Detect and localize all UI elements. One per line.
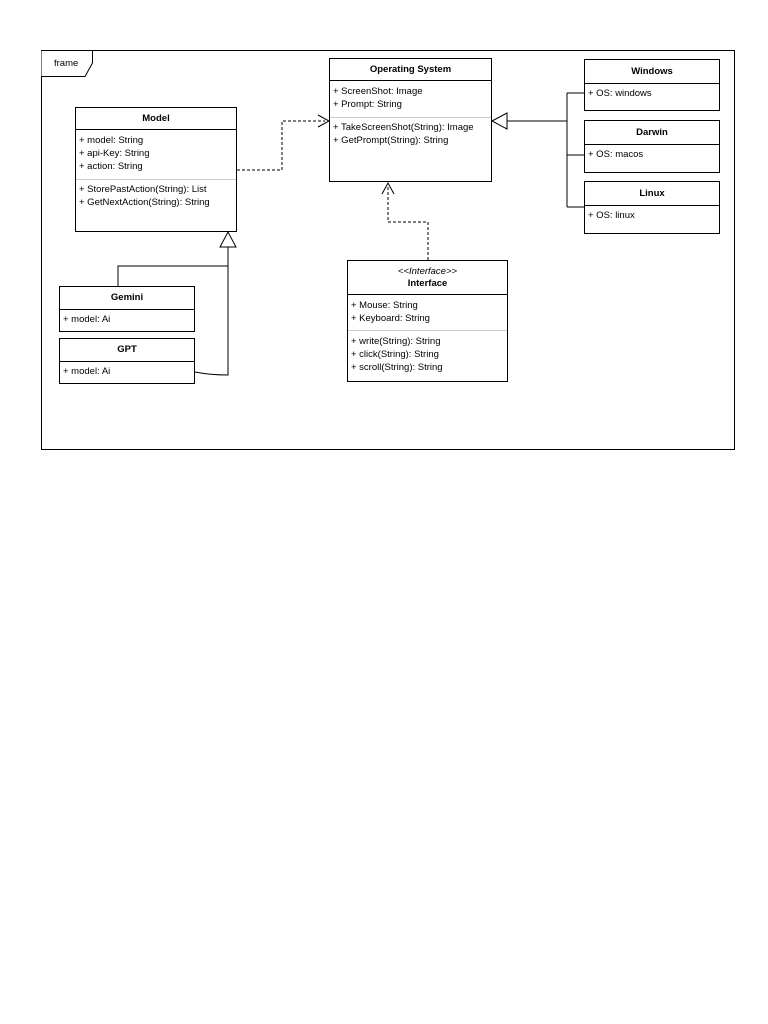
class-operating-system[interactable]: Operating System + ScreenShot: Image + P… [329,58,492,182]
attributes-section: + OS: linux [585,206,719,227]
dependency-interface-to-os [387,187,429,260]
method: + scroll(String): String [351,361,443,373]
method: + GetNextAction(String): String [79,196,210,208]
attribute: + OS: macos [588,149,644,160]
class-model[interactable]: Model + model: String + api-Key: String … [75,107,237,232]
attribute: + ScreenShot: Image [333,86,423,97]
generalization-model-triangle [219,230,237,248]
methods-section: + TakeScreenShot(String): Image + GetPro… [330,118,491,152]
method: + click(String): String [351,348,439,360]
attribute: + OS: windows [588,88,652,99]
method: + TakeScreenShot(String): Image [333,122,474,133]
class-name: Linux [639,187,665,199]
attribute: + model: String [79,135,144,146]
class-name: Model [142,112,170,124]
attribute: + model: Ai [63,366,111,377]
class-name: Operating System [369,63,452,75]
attributes-section: + model: Ai [60,310,194,331]
attribute: + Keyboard: String [351,312,430,324]
attributes-section: + model: Ai [60,362,194,383]
attribute: + action: String [79,160,143,172]
methods-section: + StorePastAction(String): List + GetNex… [76,180,236,214]
attribute: + Prompt: String [333,98,402,110]
method: + GetPrompt(String): String [333,134,449,146]
stereotype-label: <<Interface>> [397,265,458,277]
method: + StorePastAction(String): List [79,184,207,195]
attributes-section: + Mouse: String + Keyboard: String [348,295,507,331]
class-linux[interactable]: Linux + OS: linux [584,181,720,234]
class-name: Windows [631,65,673,77]
class-name: Darwin [636,126,668,138]
class-gemini[interactable]: Gemini + model: Ai [59,286,195,332]
attributes-section: + ScreenShot: Image + Prompt: String [330,81,491,118]
attribute: + model: Ai [63,314,111,325]
dependency-model-to-os [237,120,325,171]
generalization-gpt-link [194,247,229,376]
attributes-section: + OS: windows [585,84,719,105]
frame-label-tab [41,50,93,77]
attributes-section: + model: String + api-Key: String + acti… [76,130,236,180]
class-gpt[interactable]: GPT + model: Ai [59,338,195,384]
class-darwin[interactable]: Darwin + OS: macos [584,120,720,173]
methods-section: + write(String): String + click(String):… [348,331,507,378]
attribute: + Mouse: String [351,300,418,311]
frame-border [41,50,735,450]
class-interface[interactable]: <<Interface>> Interface + Mouse: String … [347,260,508,382]
generalization-gemini-link [117,265,228,286]
class-name: GPT [117,344,137,355]
class-windows[interactable]: Windows + OS: windows [584,59,720,111]
generalization-os-triangle [490,112,508,130]
class-name: Interface [407,277,448,289]
class-name: Gemini [110,292,144,303]
method: + write(String): String [351,336,441,347]
dependency-interface-arrowhead [381,181,395,195]
attribute: + api-Key: String [79,147,150,159]
attributes-section: + OS: macos [585,145,719,166]
frame-label: frame [54,58,79,69]
attribute: + OS: linux [588,210,635,221]
